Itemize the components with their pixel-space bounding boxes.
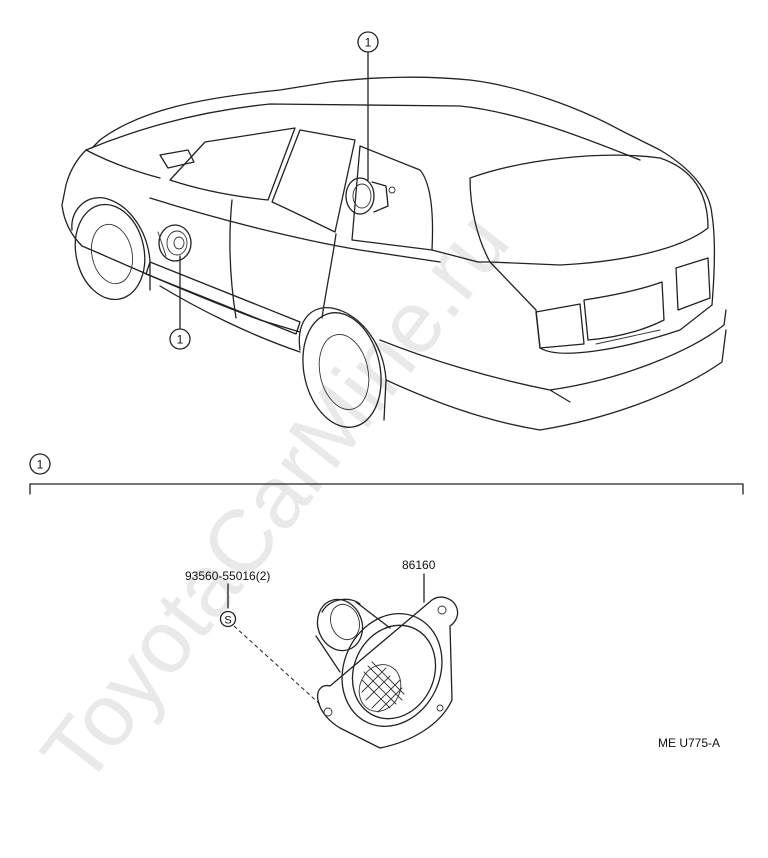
front-door-speaker [157,224,192,262]
part-number-speaker: 86160 [402,558,436,572]
section-marker: 1 [29,453,51,475]
speaker-component [315,596,459,749]
callout-top: 1 [357,31,379,53]
rear-door-speaker [345,177,396,215]
callout-bottom: 1 [169,328,191,350]
svg-text:1: 1 [37,458,44,472]
figure-code: ME U775-A [658,736,720,750]
section-divider [29,483,744,495]
bolt-install-line [233,625,323,707]
svg-text:S: S [224,615,231,627]
bolt-symbol: S [219,610,237,628]
watermark: ToyotaCarMine.ru [22,193,528,801]
vehicle-illustration [61,76,727,431]
part-number-bolt: 93560-55016(2) [185,569,270,583]
svg-text:1: 1 [177,333,184,347]
svg-text:1: 1 [365,36,372,50]
